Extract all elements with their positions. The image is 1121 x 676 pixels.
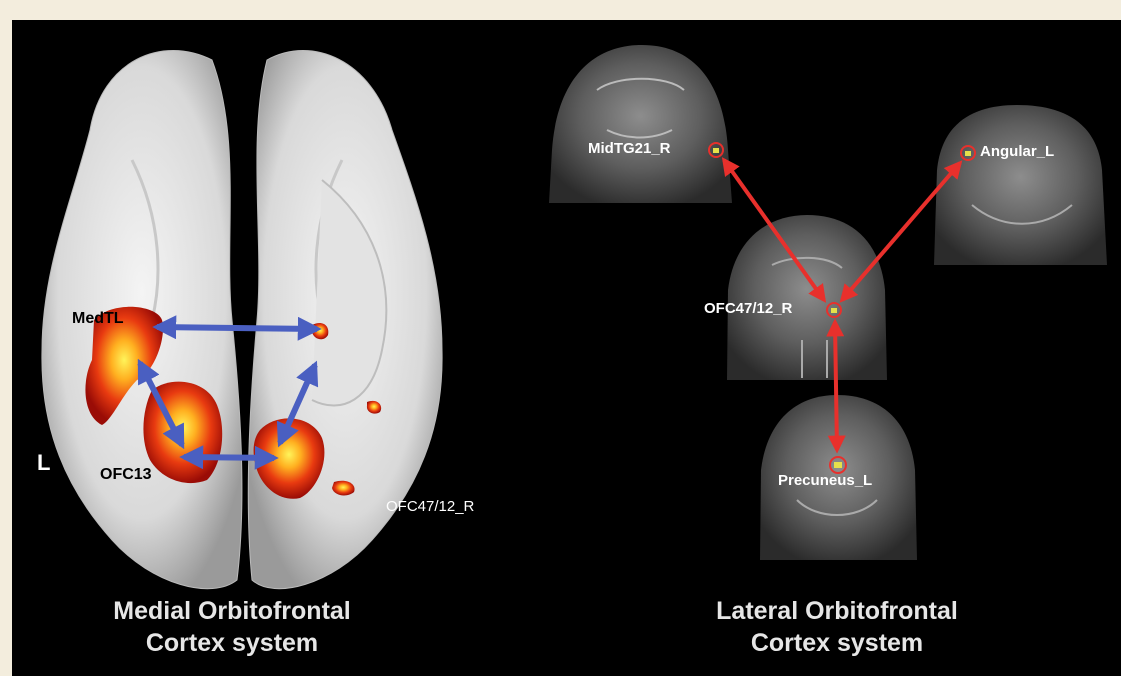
label-precuneus: Precuneus_L: [778, 472, 872, 489]
ofc47-to-precuneus-arrow: [835, 322, 837, 450]
caption-medial-line2: Cortex system: [92, 627, 372, 659]
label-ofc13: OFC13: [100, 466, 152, 484]
medtl-to-right-arrow: [157, 327, 317, 329]
label-angular: Angular_L: [980, 143, 1054, 160]
figure: MedTL OFC13 OFC47/12_R L MidTG21_R Angul…: [12, 20, 1121, 676]
mri-slice-ofc47: [727, 215, 887, 380]
hemisphere-label: L: [37, 450, 50, 476]
label-midtg21: MidTG21_R: [588, 140, 671, 157]
caption-lateral-line2: Cortex system: [692, 627, 982, 659]
label-ofc47-left: OFC47/12_R: [386, 498, 474, 515]
label-medtl: MedTL: [72, 310, 124, 328]
ofc13-to-ofc47-arrow: [184, 457, 274, 458]
caption-lateral-line1: Lateral Orbitofrontal: [692, 595, 982, 627]
mri-slice-midtg21: [549, 45, 732, 203]
caption-medial: Medial Orbitofrontal Cortex system: [92, 595, 372, 659]
label-ofc47-right: OFC47/12_R: [704, 300, 792, 317]
caption-medial-line1: Medial Orbitofrontal: [92, 595, 372, 627]
mri-slice-angular: [934, 105, 1107, 265]
figure-graphics: [12, 20, 1121, 676]
caption-lateral: Lateral Orbitofrontal Cortex system: [692, 595, 982, 659]
